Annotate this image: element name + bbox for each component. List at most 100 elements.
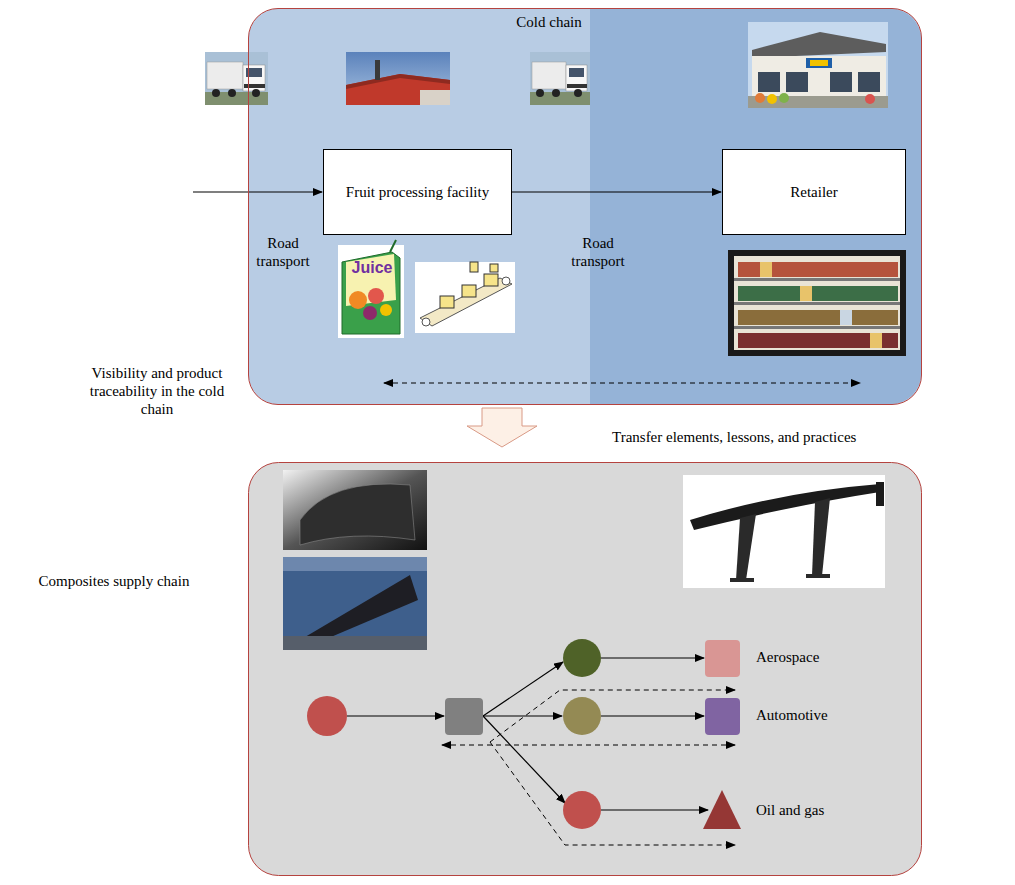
- factory-photo: [346, 74, 450, 89]
- cold-chain-ground: [249, 9, 922, 405]
- truck-photo: [243, 65, 265, 91]
- supply-flow: [483, 715, 562, 716]
- truck-photo: [228, 89, 236, 97]
- supply-flow: [347, 715, 444, 716]
- transfer-arrow: [467, 408, 537, 447]
- juice-clipart: [349, 291, 367, 309]
- flow-arrow: [193, 191, 322, 192]
- spoiler-photo: [683, 475, 885, 588]
- juice-clipart: [368, 288, 384, 304]
- supply-shapes: [563, 791, 601, 829]
- conveyor-clipart: [440, 296, 454, 308]
- juice-clipart: [390, 240, 396, 252]
- sector-label: Oil and gas: [756, 801, 896, 819]
- supermarket-photo: [767, 94, 777, 104]
- truck-photo: [212, 89, 220, 97]
- composite-panel-photo: [283, 557, 427, 650]
- shelf-goods: [760, 262, 772, 277]
- supermarket-photo: [752, 56, 886, 96]
- supply-shapes: [703, 790, 741, 829]
- supply-shapes: [563, 697, 601, 735]
- factory-photo: [346, 52, 450, 105]
- truck-photo: [569, 68, 584, 77]
- box-text: Retailer: [790, 183, 837, 201]
- supply-shapes: [445, 698, 483, 735]
- process-box: Retailer: [722, 149, 906, 235]
- transfer-arrow: [467, 408, 537, 447]
- flow-arrow: [193, 192, 322, 193]
- cold-chain-ground: [590, 9, 650, 404]
- truck-photo: [205, 52, 268, 105]
- supply-shapes: [705, 640, 740, 677]
- transport-label: Road transport: [250, 234, 316, 270]
- box-text: Fruit processing facility: [346, 183, 489, 201]
- truck-photo: [574, 89, 582, 97]
- conveyor-clipart: [415, 262, 515, 333]
- shelf-photo: [734, 256, 900, 350]
- panel-heading: Cold chain: [509, 13, 589, 31]
- supermarket-photo: [758, 72, 780, 92]
- juice-clipart: [338, 245, 404, 338]
- truck-photo: [530, 52, 590, 105]
- factory-photo: [375, 60, 380, 80]
- truck-photo: [530, 52, 590, 105]
- shelf-goods: [800, 286, 812, 301]
- cold-chain-ground: [590, 9, 921, 404]
- supply-shapes: [563, 639, 601, 677]
- composites-ground: [249, 463, 922, 876]
- carbon-fabric-photo: [300, 484, 415, 545]
- truck-photo: [566, 65, 587, 91]
- truck-photo: [552, 89, 560, 97]
- supermarket-photo: [865, 94, 875, 104]
- conveyor-clipart: [415, 262, 515, 333]
- visibility-arrow: [384, 383, 860, 384]
- supply-flow: [347, 658, 708, 810]
- juice-clipart: [363, 306, 377, 320]
- truck-photo: [252, 89, 260, 97]
- supermarket-photo: [779, 93, 789, 103]
- juice-clipart: [380, 304, 392, 316]
- supply-flow: [601, 657, 704, 658]
- shelf-photo: [728, 250, 906, 356]
- shelf-goods: [738, 262, 898, 277]
- visibility-dashes: [490, 742, 735, 845]
- shelf-goods: [738, 286, 898, 301]
- truck-photo: [532, 62, 566, 89]
- supply-flow: [601, 809, 708, 810]
- composites-ground: [249, 463, 922, 876]
- conveyor-clipart: [462, 285, 476, 297]
- supermarket-photo: [806, 58, 832, 68]
- shelf-goods: [738, 262, 898, 348]
- process-box: Fruit processing facility: [323, 149, 512, 235]
- conveyor-clipart: [490, 264, 498, 272]
- sector-label: Aerospace: [756, 648, 896, 666]
- shelf-photo: [734, 302, 900, 305]
- shelf-photo: [734, 278, 900, 281]
- spoiler-photo: [876, 482, 884, 506]
- shelf-goods: [738, 333, 898, 348]
- spoiler-photo: [806, 574, 830, 578]
- shelf-goods: [840, 310, 852, 325]
- spoiler-photo: [736, 514, 756, 580]
- supply-flow: [483, 716, 565, 803]
- factory-photo: [420, 90, 450, 105]
- visibility-dashes: [442, 745, 735, 746]
- spoiler-photo: [730, 578, 754, 582]
- visibility-arrow: [384, 383, 860, 384]
- side-label: Visibility and product traceability in t…: [72, 364, 242, 418]
- supermarket-photo: [830, 72, 852, 92]
- supermarket-photo: [858, 72, 880, 92]
- factory-photo: [346, 52, 450, 105]
- truck-photo: [536, 89, 544, 97]
- conveyor-clipart: [422, 318, 430, 326]
- factory-photo: [346, 74, 450, 105]
- supermarket-photo: [786, 72, 808, 92]
- supply-shapes: [307, 696, 347, 736]
- supply-shapes: [307, 639, 741, 829]
- composite-panel-photo: [283, 557, 427, 650]
- supermarket-photo: [748, 22, 888, 108]
- supermarket-photo: [755, 93, 765, 103]
- spoiler-photo: [690, 484, 880, 530]
- carbon-fabric-photo: [283, 470, 427, 550]
